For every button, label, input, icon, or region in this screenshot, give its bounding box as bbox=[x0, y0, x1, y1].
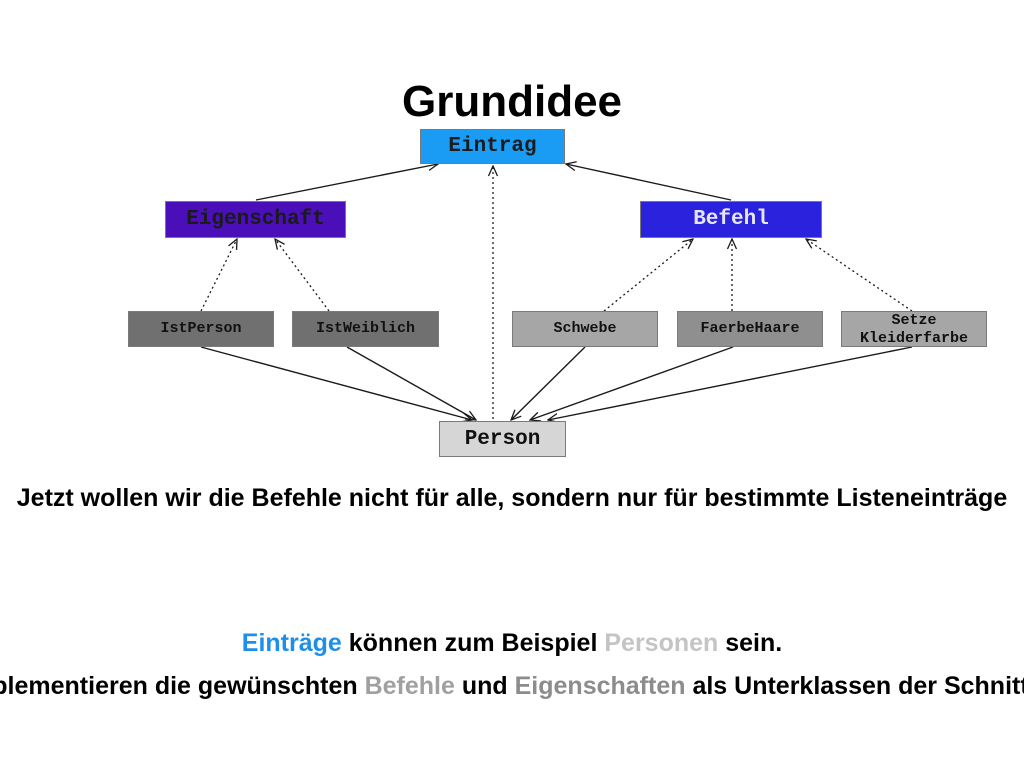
edge-istperson-eigenschaft bbox=[200, 239, 237, 312]
caption-line-1: Jetzt wollen wir die Befehle nicht für a… bbox=[0, 484, 1024, 513]
node-faerbehaare: FaerbeHaare bbox=[677, 311, 823, 347]
slide-title: Grundidee bbox=[401, 77, 623, 126]
caption-line-2-end: sein. bbox=[718, 629, 783, 657]
edge-istweiblich-eigenschaft bbox=[275, 239, 330, 312]
node-eigenschaft-label: Eigenschaft bbox=[186, 208, 325, 231]
edge-faerbehaare-person bbox=[530, 346, 734, 420]
node-befehl-label: Befehl bbox=[693, 208, 769, 231]
node-istweiblich: IstWeiblich bbox=[292, 311, 439, 347]
node-eintrag: Eintrag bbox=[420, 129, 565, 164]
edge-eigenschaft-eintrag bbox=[255, 164, 438, 201]
edge-istweiblich-person bbox=[346, 346, 476, 420]
edge-istperson-person bbox=[200, 346, 472, 420]
node-eintrag-label: Eintrag bbox=[448, 135, 537, 158]
caption-line-1-text: Jetzt wollen wir die Befehle nicht für a… bbox=[16, 484, 1008, 512]
caption-line-3: Wir implementieren die gewünschten Befeh… bbox=[0, 672, 1024, 701]
node-faerbehaare-label: FaerbeHaare bbox=[700, 320, 800, 337]
edge-schwebe-befehl bbox=[603, 239, 693, 312]
node-setze-kleiderfarbe-label: Setze Kleiderfarbe bbox=[859, 311, 969, 347]
caption-line-3-befehle: Befehle bbox=[364, 672, 455, 700]
node-schwebe: Schwebe bbox=[512, 311, 658, 347]
node-person: Person bbox=[439, 421, 566, 457]
node-befehl: Befehl bbox=[640, 201, 822, 238]
caption-line-2: Einträge können zum Beispiel Personen se… bbox=[0, 629, 1024, 658]
caption-line-3-und: und bbox=[454, 672, 515, 700]
edge-schwebe-person bbox=[511, 346, 586, 420]
edge-setze-befehl bbox=[806, 239, 913, 312]
node-person-label: Person bbox=[464, 427, 541, 451]
node-schwebe-label: Schwebe bbox=[553, 320, 617, 337]
caption-line-2-eintraege: Einträge bbox=[241, 629, 342, 657]
edge-befehl-eintrag bbox=[566, 164, 732, 201]
caption-line-3-end: als Unterklassen der Schnittstellen bbox=[692, 672, 1024, 700]
node-istperson: IstPerson bbox=[128, 311, 274, 347]
node-istweiblich-label: IstWeiblich bbox=[315, 320, 416, 337]
caption-line-3-eigenschaften: Eigenschaften bbox=[514, 672, 686, 700]
edge-setze-person bbox=[548, 346, 913, 420]
node-eigenschaft: Eigenschaft bbox=[165, 201, 346, 238]
node-setze-kleiderfarbe: Setze Kleiderfarbe bbox=[841, 311, 987, 347]
caption-line-2-mid: können zum Beispiel bbox=[341, 629, 605, 657]
caption-line-2-personen: Personen bbox=[604, 629, 719, 657]
node-istperson-label: IstPerson bbox=[160, 320, 242, 337]
caption-line-3-start: Wir implementieren die gewünschten bbox=[0, 672, 358, 700]
